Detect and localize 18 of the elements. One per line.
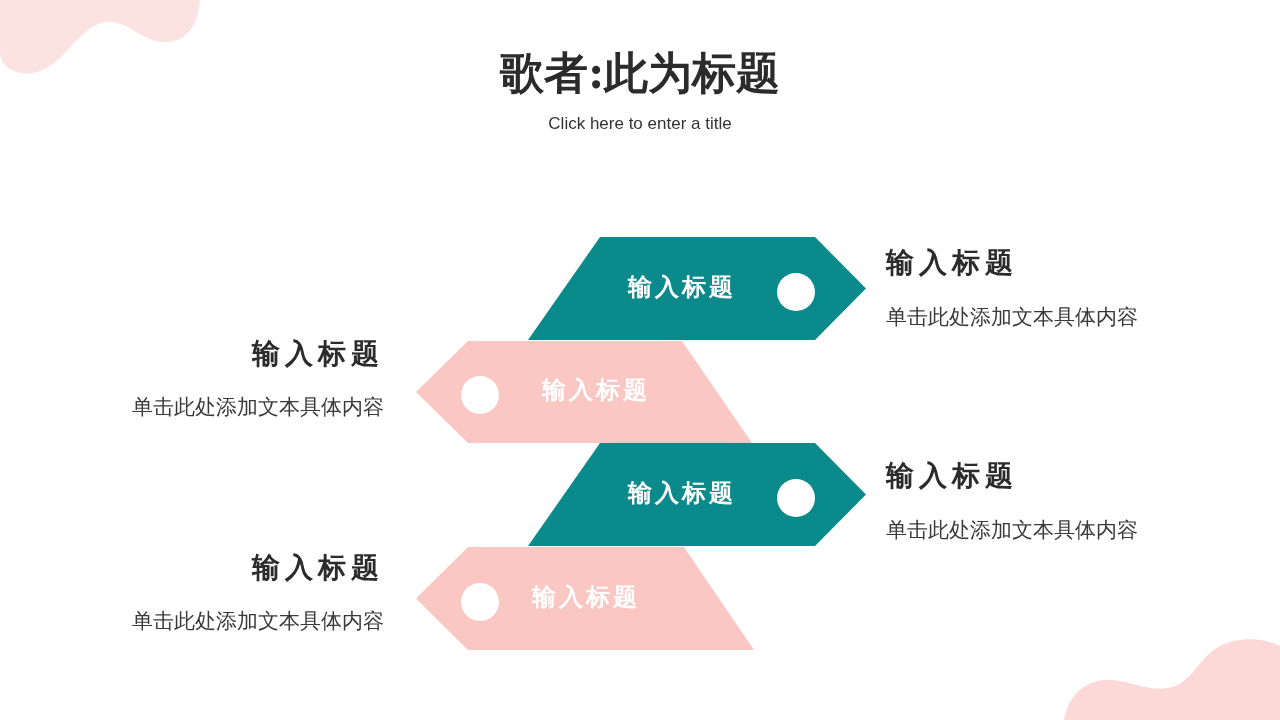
arrow-banner — [528, 237, 866, 340]
item-heading: 输入标题 — [886, 458, 1018, 494]
item-description: 单击此处添加文本具体内容 — [886, 304, 1138, 331]
subtitle: Click here to enter a title — [547, 113, 733, 135]
banner-title: 输入标题 — [626, 477, 737, 508]
banner-title: 输入标题 — [530, 581, 641, 612]
item-heading: 输入标题 — [252, 550, 384, 586]
arrow-banner — [416, 547, 754, 650]
arrow-banner — [416, 341, 752, 443]
item-heading: 输入标题 — [886, 245, 1018, 281]
banner-title: 输入标题 — [626, 271, 737, 302]
banner-title: 输入标题 — [540, 375, 651, 405]
arrow-banner — [528, 443, 866, 546]
slide-title: 歌者:此为标题 — [498, 46, 782, 100]
item-description: 单击此处添加文本具体内容 — [132, 394, 384, 421]
item-description: 单击此处添加文本具体内容 — [132, 608, 384, 635]
item-heading: 输入标题 — [252, 336, 384, 372]
item-description: 单击此处添加文本具体内容 — [886, 517, 1138, 544]
